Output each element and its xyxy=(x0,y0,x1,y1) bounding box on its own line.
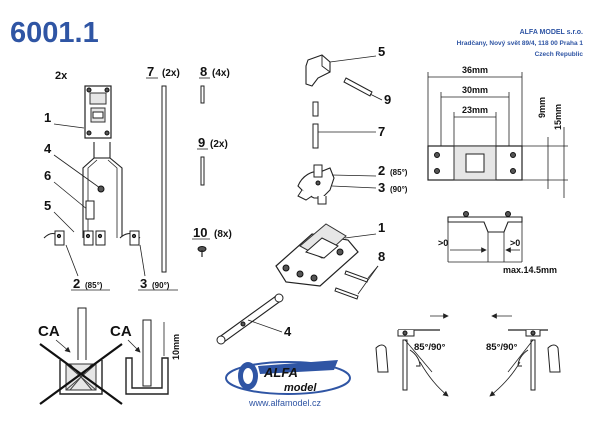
label-part-9-column: 9 xyxy=(198,135,205,150)
label-part-3-right: 3 xyxy=(378,180,385,195)
pivot-pin xyxy=(97,185,105,193)
long-rod-part-7 xyxy=(161,85,167,273)
hinge-bracket-3d-part-1 xyxy=(275,223,359,287)
horn-assembly-part-2-3 xyxy=(297,164,335,205)
label-part-10-column: 10 xyxy=(193,225,207,240)
label-part-8-right: 8 xyxy=(378,249,385,264)
label-part-8-qty: (4x) xyxy=(212,68,230,79)
label-part-1-right: 1 xyxy=(378,220,385,235)
dim-gt0-left: >0 xyxy=(438,238,448,248)
dim-36mm: 36mm xyxy=(462,65,488,75)
label-part-9-qty: (2x) xyxy=(210,139,228,150)
label-part-7-right: 7 xyxy=(378,124,385,139)
label-part-6: 6 xyxy=(44,168,51,183)
pin-part-9-right xyxy=(343,77,373,97)
company-country: Czech Republic xyxy=(535,51,584,58)
short-pin-part-8 xyxy=(200,85,205,104)
label-part-9-right: 9 xyxy=(384,92,391,107)
label-part-7-qty: (2x) xyxy=(162,68,180,79)
label-part-5-right: 5 xyxy=(378,44,385,59)
label-part-2-right: 2 xyxy=(378,163,385,178)
label-part-2-left: 2 xyxy=(73,276,80,291)
dim-gt0-right: >0 xyxy=(510,238,520,248)
rivet-part-10 xyxy=(197,246,207,257)
quantity-label: 2x xyxy=(55,70,68,82)
side-view-dimension xyxy=(447,211,523,263)
glue-wrong-method xyxy=(39,307,123,405)
label-part-10-qty: (8x) xyxy=(214,229,232,240)
control-lever-part-4 xyxy=(216,293,284,345)
dim-30mm: 30mm xyxy=(462,85,488,95)
dim-9mm: 9mm xyxy=(537,97,547,118)
label-part-3-right-angle: (90°) xyxy=(390,185,408,194)
pins-part-8 xyxy=(334,270,369,300)
dim-23mm: 23mm xyxy=(462,105,488,115)
website-url: www.alfamodel.cz xyxy=(248,398,322,408)
retainer-part-6 xyxy=(85,200,95,220)
glue-label-left: CA xyxy=(38,323,60,340)
deflection-diagram-right xyxy=(489,313,561,397)
horn-part-5 xyxy=(305,54,331,87)
dim-max-14-5mm: max.14.5mm xyxy=(503,265,557,275)
label-part-4-right: 4 xyxy=(284,324,292,339)
company-name: ALFA MODEL s.r.o. xyxy=(520,29,583,36)
logo-text-top: ALFA xyxy=(263,365,298,380)
label-part-2-right-angle: (85°) xyxy=(390,168,408,177)
page-title: 6001.1 xyxy=(10,17,99,49)
label-part-8-column: 8 xyxy=(200,64,207,79)
dim-10mm: 10mm xyxy=(171,334,181,360)
glue-correct-method xyxy=(125,319,169,395)
dimension-drawing-top xyxy=(427,72,568,198)
angle-label-left: 85°/90° xyxy=(414,342,446,353)
label-part-4-left: 4 xyxy=(44,141,52,156)
angle-label-right: 85°/90° xyxy=(486,342,518,353)
label-part-5-left: 5 xyxy=(44,198,51,213)
hinge-bracket-part-1 xyxy=(84,85,112,139)
wire-frame xyxy=(82,142,123,238)
alfa-model-logo: ALFA model xyxy=(225,360,351,395)
label-part-7-column: 7 xyxy=(147,64,154,79)
rod-part-7-right xyxy=(312,123,319,149)
label-part-3-left: 3 xyxy=(140,276,147,291)
label-part-2-left-angle: (85°) xyxy=(85,281,103,290)
pin-part-9 xyxy=(200,156,205,186)
company-address: Hradčany, Nový svět 89/4, 118 00 Praha 1 xyxy=(457,40,584,47)
deflection-diagram-left xyxy=(375,313,449,397)
label-part-3-left-angle: (90°) xyxy=(152,281,170,290)
label-part-1: 1 xyxy=(44,110,51,125)
glue-label-right: CA xyxy=(110,323,132,340)
hinge-arm-left xyxy=(43,230,141,246)
dim-15mm: 15mm xyxy=(553,104,563,130)
logo-text-bottom: model xyxy=(284,382,317,394)
short-pin-right xyxy=(312,101,319,117)
